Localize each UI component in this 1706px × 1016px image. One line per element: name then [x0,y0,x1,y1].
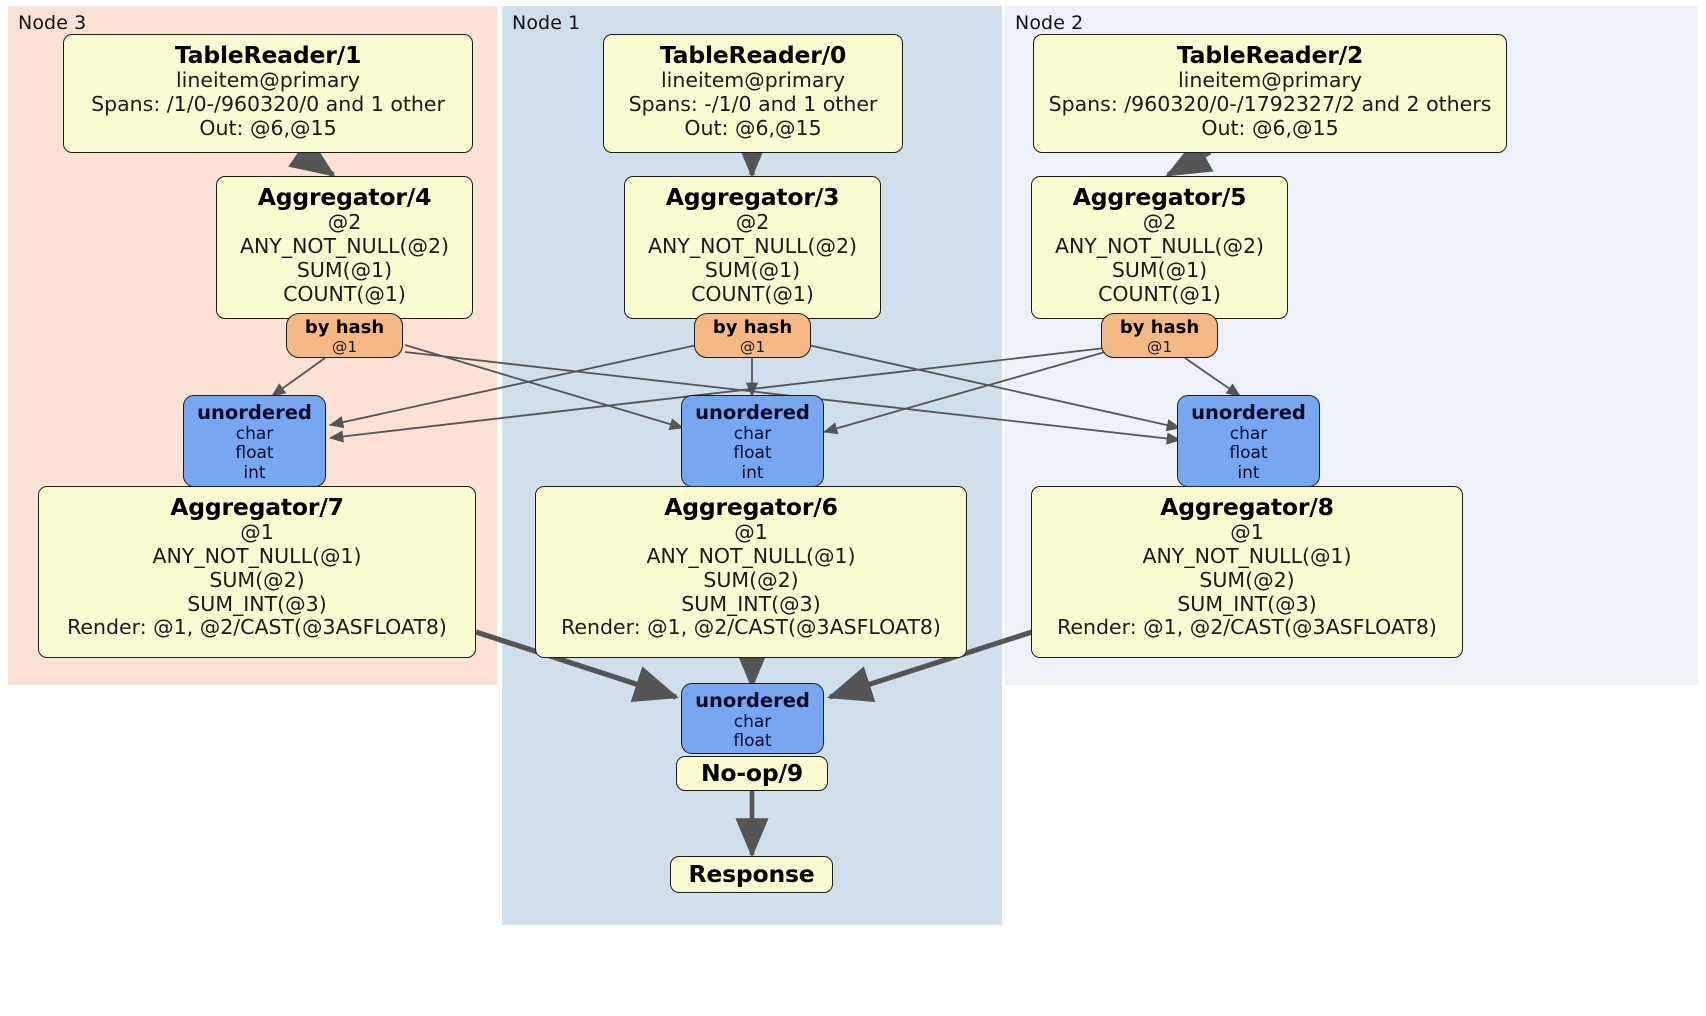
node-tablereader-2[interactable]: TableReader/2 lineitem@primary Spans: /9… [1033,34,1507,153]
node-title: Aggregator/6 [664,493,838,521]
node-line: COUNT(@1) [1098,281,1221,306]
router-line: @1 [1146,337,1173,356]
sync-line: int [243,463,266,484]
sync-title: unordered [1191,401,1306,424]
panel-node-3-label: Node 3 [18,12,87,34]
router-title: by hash [1119,317,1200,338]
node-title: Aggregator/4 [257,183,432,211]
sync-line: float [733,731,772,752]
node-tablereader-1[interactable]: TableReader/1 lineitem@primary Spans: /1… [63,34,473,153]
sync-line: char [733,711,772,732]
node-line: SUM(@1) [704,257,801,282]
node-line: SUM(@2) [703,567,799,592]
node-title: Aggregator/8 [1160,493,1334,521]
node-line: Render: @1, @2/CAST(@3ASFLOAT8) [561,615,941,640]
sync-title: unordered [695,401,810,424]
node-sync-unordered-center[interactable]: unordered char float int [681,395,824,487]
node-title: TableReader/0 [659,41,847,69]
node-line: ANY_NOT_NULL(@2) [1054,234,1265,259]
node-title: Response [688,860,815,888]
node-line: ANY_NOT_NULL(@2) [647,234,858,259]
node-line: @2 [1142,210,1177,235]
sync-title: unordered [695,689,810,712]
node-aggregator-8[interactable]: Aggregator/8 @1 ANY_NOT_NULL(@1) SUM(@2)… [1031,486,1463,658]
node-noop-9[interactable]: No-op/9 [676,756,828,791]
node-line: @1 [1230,520,1264,545]
node-line: @2 [327,210,362,235]
node-tablereader-0[interactable]: TableReader/0 lineitem@primary Spans: -/… [603,34,903,153]
node-line: @1 [240,520,274,545]
node-line: COUNT(@1) [691,281,814,306]
node-line: ANY_NOT_NULL(@2) [239,234,450,259]
router-line: @1 [739,337,766,356]
sync-line: char [733,423,772,444]
node-router-by-hash-right[interactable]: by hash @1 [1101,313,1218,358]
node-line: Out: @6,@15 [684,115,822,140]
sync-line: float [733,443,772,464]
node-aggregator-3[interactable]: Aggregator/3 @2 ANY_NOT_NULL(@2) SUM(@1)… [624,176,881,319]
node-line: @1 [734,520,768,545]
node-line: ANY_NOT_NULL(@1) [152,544,362,569]
sync-title: unordered [197,401,312,424]
node-line: Spans: /1/0-/960320/0 and 1 other [91,92,445,117]
node-title: TableReader/1 [174,41,362,69]
node-line: Spans: /960320/0-/1792327/2 and 2 others [1048,92,1492,117]
node-router-by-hash-center[interactable]: by hash @1 [694,313,811,358]
sync-line: int [1237,463,1260,484]
node-router-by-hash-left[interactable]: by hash @1 [286,313,403,358]
node-line: lineitem@primary [175,68,361,93]
node-sync-unordered-left[interactable]: unordered char float int [183,395,326,487]
node-line: SUM_INT(@3) [187,591,327,616]
node-line: @2 [735,210,770,235]
node-aggregator-4[interactable]: Aggregator/4 @2 ANY_NOT_NULL(@2) SUM(@1)… [216,176,473,319]
panel-node-1-label: Node 1 [512,12,581,34]
sync-line: char [235,423,274,444]
node-sync-unordered-final[interactable]: unordered char float [681,683,824,754]
node-response[interactable]: Response [670,856,833,893]
sync-line: int [741,463,764,484]
node-line: Render: @1, @2/CAST(@3ASFLOAT8) [67,615,447,640]
node-title: Aggregator/7 [170,493,344,521]
node-aggregator-6[interactable]: Aggregator/6 @1 ANY_NOT_NULL(@1) SUM(@2)… [535,486,967,658]
node-title: Aggregator/5 [1072,183,1247,211]
router-line: @1 [331,337,358,356]
node-line: COUNT(@1) [283,281,406,306]
sync-line: float [1229,443,1268,464]
node-line: Out: @6,@15 [199,115,337,140]
node-line: ANY_NOT_NULL(@1) [1142,544,1352,569]
panel-node-2-label: Node 2 [1015,12,1084,34]
node-line: lineitem@primary [1177,68,1363,93]
node-title: No-op/9 [700,759,804,787]
node-line: SUM(@2) [209,567,305,592]
node-title: TableReader/2 [1176,41,1364,69]
node-line: SUM(@2) [1199,567,1295,592]
node-line: SUM(@1) [1111,257,1208,282]
node-sync-unordered-right[interactable]: unordered char float int [1177,395,1320,487]
node-line: SUM_INT(@3) [1177,591,1317,616]
router-title: by hash [304,317,385,338]
node-line: Render: @1, @2/CAST(@3ASFLOAT8) [1057,615,1437,640]
node-line: SUM(@1) [296,257,393,282]
node-line: Out: @6,@15 [1201,115,1339,140]
node-aggregator-5[interactable]: Aggregator/5 @2 ANY_NOT_NULL(@2) SUM(@1)… [1031,176,1288,319]
sync-line: float [235,443,274,464]
node-line: ANY_NOT_NULL(@1) [646,544,856,569]
node-aggregator-7[interactable]: Aggregator/7 @1 ANY_NOT_NULL(@1) SUM(@2)… [38,486,476,658]
node-line: Spans: -/1/0 and 1 other [628,92,878,117]
node-line: SUM_INT(@3) [681,591,821,616]
sync-line: char [1229,423,1268,444]
node-title: Aggregator/3 [665,183,840,211]
router-title: by hash [712,317,793,338]
node-line: lineitem@primary [660,68,846,93]
